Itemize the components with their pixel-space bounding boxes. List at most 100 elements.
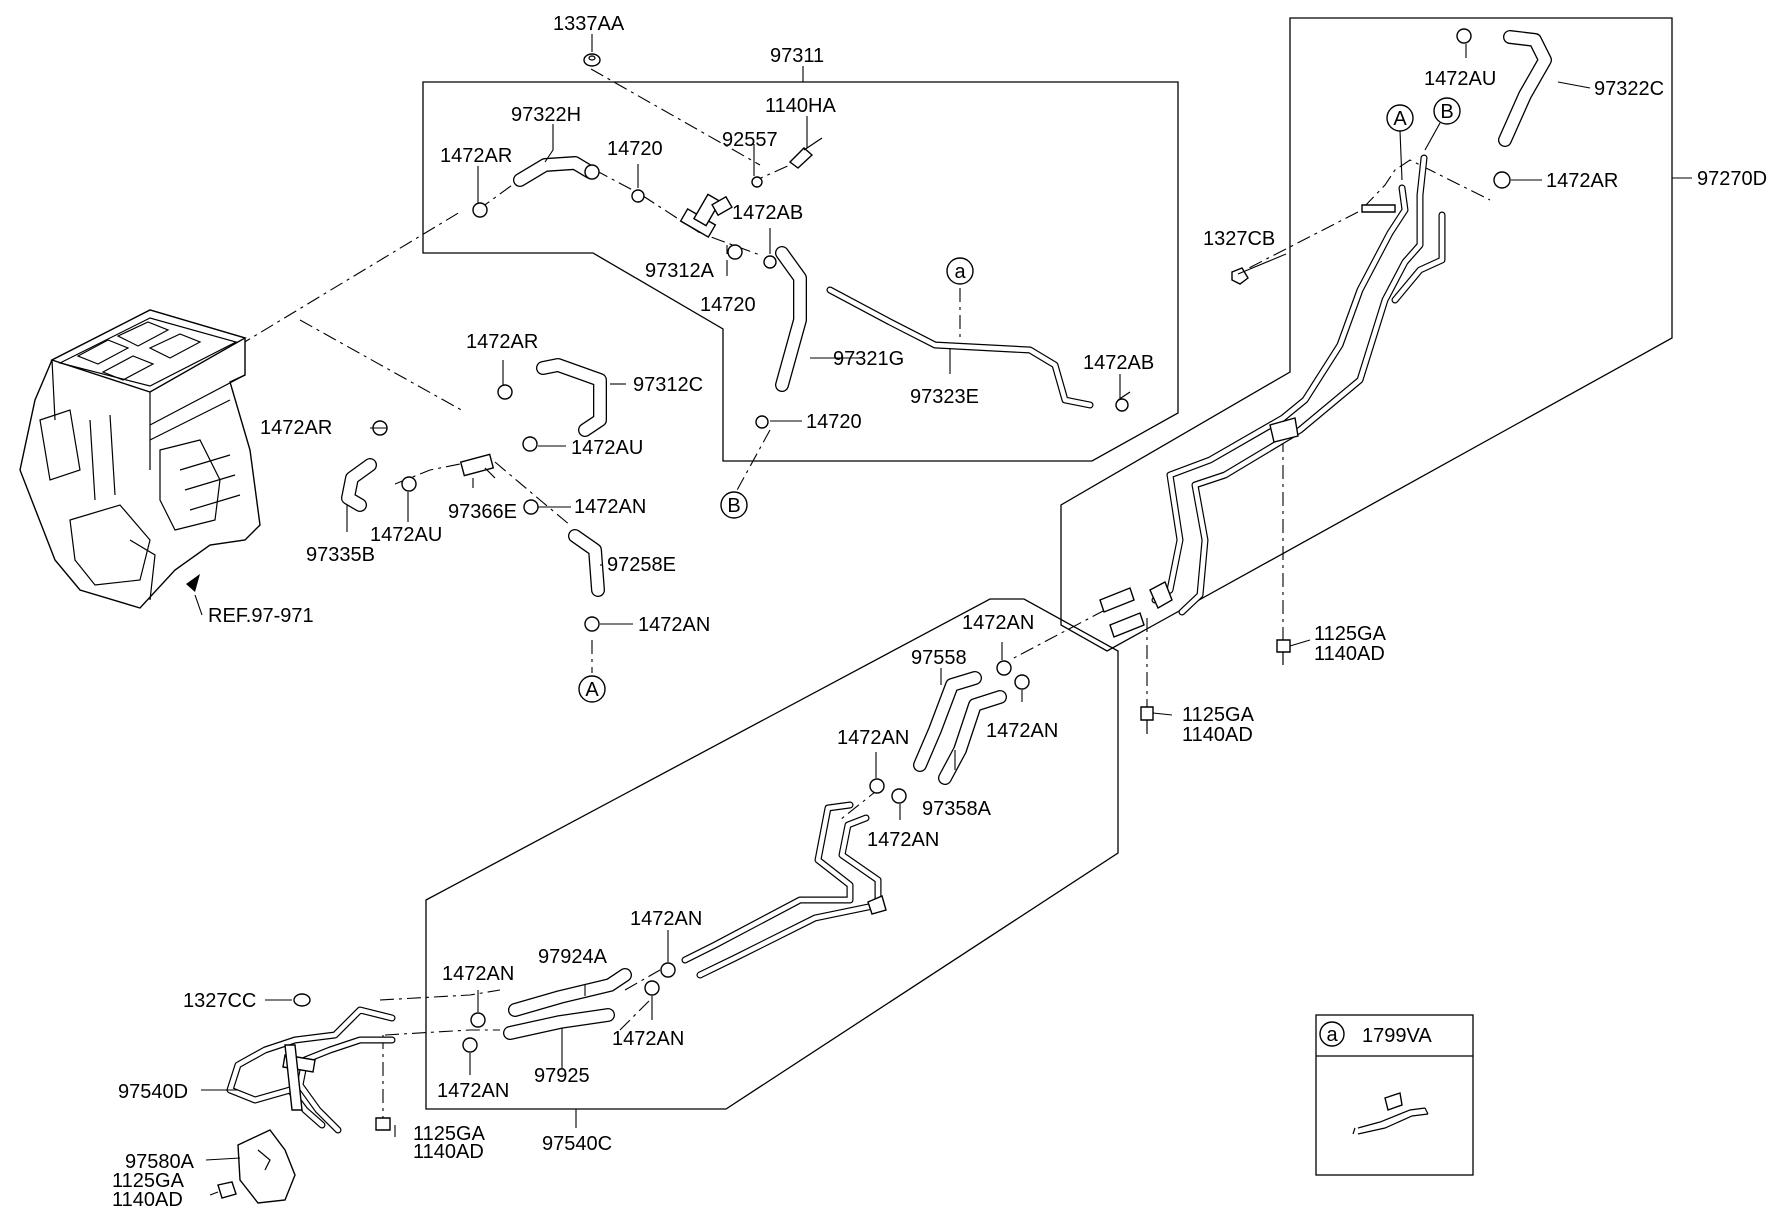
callout-a-left: A: [578, 675, 606, 703]
bolts-right: [1140, 639, 1291, 734]
label-97540D: 97540D: [118, 1081, 188, 1103]
hose-97322C: [1498, 30, 1552, 147]
label-1140AD: 1140AD: [1182, 724, 1253, 746]
legend-box: [1315, 1014, 1474, 1176]
label-14720: 14720: [700, 294, 756, 316]
svg-text:a: a: [954, 261, 966, 283]
hose-97323E: [826, 286, 1094, 409]
label-97358A: 97358A: [922, 798, 992, 820]
label-1472AN: 1472AN: [442, 963, 514, 985]
svg-text:B: B: [1440, 101, 1453, 123]
frame-97270D: [1060, 17, 1673, 652]
pipe-97270D: [1099, 154, 1446, 638]
label-1472AU: 1472AU: [571, 437, 643, 459]
svg-text:B: B: [727, 495, 740, 517]
bolts-bottom-left: [217, 1117, 391, 1199]
label-1140AD: 1140AD: [413, 1141, 484, 1163]
label-1472AR: 1472AR: [440, 145, 512, 167]
label-1125GA: 1125GA: [413, 1123, 486, 1145]
label-1472AR: 1472AR: [260, 417, 332, 439]
label-97323E: 97323E: [910, 386, 979, 408]
label-1472AN: 1472AN: [962, 612, 1034, 634]
label-1472AU: 1472AU: [1424, 68, 1496, 90]
svg-text:A: A: [1393, 108, 1407, 130]
label-97312C: 97312C: [633, 374, 703, 396]
label-1125GA: 1125GA: [112, 1170, 185, 1192]
callout-b-right: B: [1424, 97, 1461, 151]
part-labels: 1337AA 97311 1140HA 97322H 1472AR 14720 …: [112, 13, 1767, 1211]
label-1472AN: 1472AN: [612, 1028, 684, 1050]
bracket-97580A: [237, 1129, 296, 1204]
svg-text:a: a: [1326, 1024, 1338, 1046]
leader-lines: [194, 34, 1692, 1196]
label-1140AD: 1140AD: [1314, 643, 1385, 665]
label-97540C: 97540C: [542, 1133, 612, 1155]
label-1472AB: 1472AB: [732, 202, 803, 224]
label-ref-97-971: REF.97-971: [208, 605, 314, 627]
label-97924A: 97924A: [538, 946, 608, 968]
label-97258E: 97258E: [607, 554, 676, 576]
label-1140AD: 1140AD: [112, 1189, 183, 1211]
hose-97558: [913, 671, 982, 772]
label-97558: 97558: [911, 647, 967, 669]
hose-97924A: [508, 968, 632, 1017]
label-1472AN: 1472AN: [837, 727, 909, 749]
hose-97358A: [938, 690, 1007, 785]
label-92557: 92557: [722, 129, 778, 151]
label-1327CC: 1327CC: [183, 990, 256, 1012]
label-14720: 14720: [607, 138, 663, 160]
hose-97925: [503, 1008, 615, 1040]
label-97321G: 97321G: [833, 348, 904, 370]
callout-legend-a: a: [1319, 1021, 1345, 1047]
label-1125GA: 1125GA: [1314, 623, 1387, 645]
nut-1337AA: [583, 53, 601, 67]
label-97311: 97311: [770, 45, 824, 67]
legend-part-1799VA: 1799VA: [1362, 1025, 1432, 1047]
label-97925: 97925: [534, 1065, 590, 1087]
clamps-97540C: [462, 660, 1030, 1053]
pipe-97540D: [226, 1006, 396, 1134]
clamps-97311: [472, 164, 1131, 429]
bolt-1140HA: [788, 137, 823, 169]
part-1799VA-icon: [1352, 1092, 1429, 1135]
label-1472AB: 1472AB: [1083, 352, 1154, 374]
label-1472AR: 1472AR: [466, 331, 538, 353]
hose-97312C: [536, 358, 607, 437]
label-1472AR: 1472AR: [1546, 170, 1618, 192]
dashed-routing-lines: [237, 68, 1491, 1118]
label-97322C: 97322C: [1594, 78, 1664, 100]
label-1472AN: 1472AN: [630, 908, 702, 930]
label-97312A: 97312A: [645, 260, 715, 282]
label-97366E: 97366E: [448, 501, 517, 523]
label-1472AN: 1472AN: [867, 829, 939, 851]
hose-97258E: [568, 529, 605, 597]
joint-97366E: [459, 453, 496, 479]
label-97270D: 97270D: [1697, 168, 1767, 190]
callout-a-top: a: [946, 257, 974, 285]
callout-a-right: A: [1386, 104, 1414, 181]
label-1472AN: 1472AN: [437, 1080, 509, 1102]
pipe-97540C: [681, 801, 887, 979]
callout-b-mid: B: [720, 491, 748, 519]
hvac-unit: [19, 309, 261, 609]
label-1472AN: 1472AN: [638, 614, 710, 636]
label-1125GA: 1125GA: [1182, 704, 1255, 726]
label-1140HA: 1140HA: [765, 95, 836, 117]
label-1327CB: 1327CB: [1203, 228, 1275, 250]
label-1472AN: 1472AN: [986, 720, 1058, 742]
hose-97335B: [341, 458, 377, 512]
hose-97322H: [513, 156, 597, 187]
label-97335B: 97335B: [306, 544, 375, 566]
clamps-left: [372, 384, 600, 632]
label-1337AA: 1337AA: [553, 13, 625, 35]
svg-text:A: A: [585, 679, 599, 701]
label-97322H: 97322H: [511, 104, 581, 126]
nut-1327CC: [293, 993, 311, 1007]
frame-97540C: [425, 598, 1119, 1110]
label-97580A: 97580A: [125, 1151, 195, 1173]
joint-97312A: [679, 193, 733, 239]
hose-97321G: [775, 246, 807, 392]
label-1472AN: 1472AN: [574, 496, 646, 518]
label-14720: 14720: [806, 411, 862, 433]
